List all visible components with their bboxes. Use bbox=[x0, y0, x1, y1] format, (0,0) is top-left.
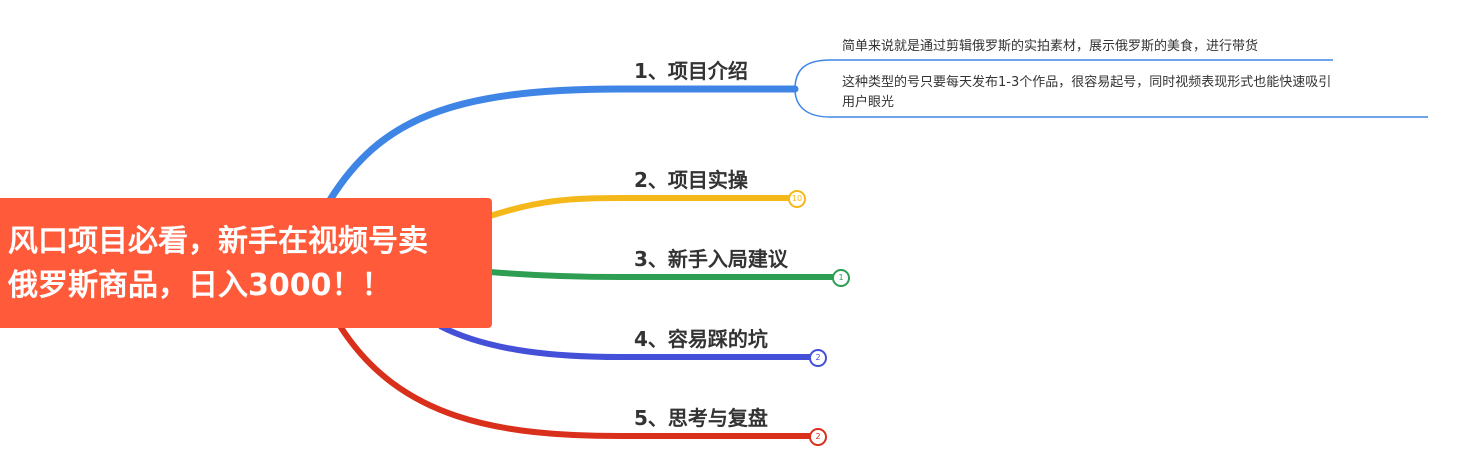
root-title-line-1: 风口项目必看，新手在视频号卖 bbox=[8, 224, 428, 259]
branch-4-label[interactable]: 4、容易踩的坑 bbox=[634, 327, 768, 351]
branch-5-label[interactable]: 5、思考与复盘 bbox=[634, 406, 768, 430]
branch-1-connector bbox=[326, 85, 799, 204]
collapse-badge-branch-4[interactable]: 2 bbox=[809, 349, 827, 367]
root-topic[interactable]: 风口项目必看，新手在视频号卖 俄罗斯商品，日入3000！！ bbox=[0, 198, 492, 328]
collapse-badge-branch-5[interactable]: 2 bbox=[809, 428, 827, 446]
branch-2-label[interactable]: 2、项目实操 bbox=[634, 168, 748, 192]
note-1[interactable]: 简单来说就是通过剪辑俄罗斯的实拍素材，展示俄罗斯的美食，进行带货 bbox=[842, 39, 1259, 54]
branch-1-label[interactable]: 1、项目介绍 bbox=[634, 59, 748, 83]
note-connector bbox=[794, 59, 1333, 90]
note-2-line-1[interactable]: 这种类型的号只要每天发布1-3个作品，很容易起号，同时视频表现形式也能快速吸引 bbox=[842, 75, 1332, 90]
root-title-line-2: 俄罗斯商品，日入3000！！ bbox=[8, 268, 392, 303]
branch-2-connector bbox=[489, 195, 790, 219]
branch-4-connector bbox=[438, 323, 810, 360]
note-connector bbox=[794, 88, 1428, 118]
branch-3-label[interactable]: 3、新手入局建议 bbox=[634, 247, 788, 271]
collapse-badge-branch-2[interactable]: 10 bbox=[788, 190, 806, 208]
collapse-badge-branch-3[interactable]: 1 bbox=[832, 269, 850, 287]
branch-5-connector bbox=[337, 324, 810, 439]
branch-3-connector bbox=[489, 269, 833, 280]
note-2-line-2: 用户眼光 bbox=[842, 95, 895, 110]
